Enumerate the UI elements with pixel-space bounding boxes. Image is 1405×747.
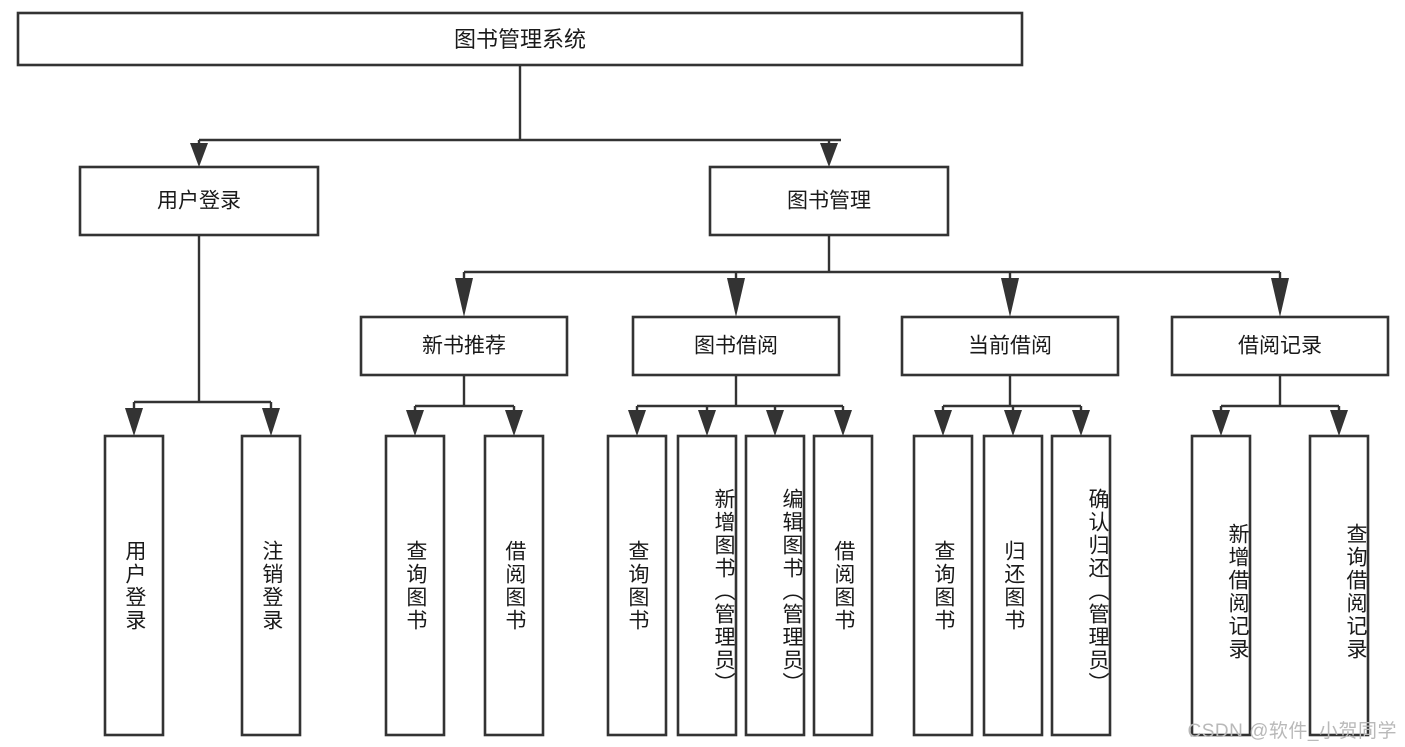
node-borrow-record-label: 借阅记录 [1238, 335, 1322, 358]
node-leaf-add-record-box[interactable] [1190, 434, 1252, 737]
node-borrow-record[interactable]: 借阅记录 [1170, 315, 1390, 377]
node-new-book-recommend-label: 新书推荐 [422, 335, 506, 358]
node-book-borrow[interactable]: 图书借阅 [631, 315, 841, 377]
arrowhead-leaf-query-record [1330, 410, 1348, 436]
arrowhead-leaf-borrow-book-rec [505, 410, 523, 436]
node-borrow-record-box[interactable] [1170, 315, 1390, 377]
arrowhead-book-manage [820, 143, 838, 167]
node-leaf-borrow-book-box[interactable] [812, 434, 874, 737]
node-leaf-add-book-box[interactable] [676, 434, 738, 737]
arrowhead-leaf-logout [262, 408, 280, 436]
node-book-borrow-box[interactable] [631, 315, 841, 377]
node-book-manage[interactable]: 图书管理 [708, 165, 950, 237]
arrowhead-leaf-confirm-return [1072, 410, 1090, 436]
connector-group-book-manage [455, 235, 1289, 317]
node-new-book-recommend[interactable]: 新书推荐 [359, 315, 569, 377]
arrowhead-leaf-query-book-cur [934, 410, 952, 436]
node-leaf-return-book-box[interactable] [982, 434, 1044, 737]
node-leaf-edit-book-box[interactable] [744, 434, 806, 737]
arrowhead-leaf-borrow-book [834, 410, 852, 436]
arrowhead-leaf-add-record [1212, 410, 1230, 436]
arrowhead-leaf-return-book [1004, 410, 1022, 436]
arrowhead-leaf-add-book [698, 410, 716, 436]
node-book-manage-label: 图书管理 [787, 190, 871, 213]
arrowhead-user-login [190, 143, 208, 167]
node-root[interactable]: 图书管理系统 [16, 11, 1024, 67]
node-current-borrow-label: 当前借阅 [968, 335, 1052, 358]
connector-group-book-borrow [628, 375, 852, 436]
watermark: CSDN @软件_小贺同学 [1187, 721, 1397, 742]
arrowhead-current-borrow [1001, 278, 1019, 317]
node-leaf-query-record-box[interactable] [1308, 434, 1370, 737]
node-leaf-logout-box[interactable] [240, 434, 302, 737]
node-root-label: 图书管理系统 [454, 27, 586, 52]
connector-group-root [190, 65, 841, 167]
node-leaf-query-book-rec-box[interactable] [384, 434, 446, 737]
arrowhead-leaf-user-login [125, 408, 143, 436]
arrowhead-book-borrow [727, 278, 745, 317]
arrowhead-leaf-query-book-rec [406, 410, 424, 436]
node-current-borrow[interactable]: 当前借阅 [900, 315, 1120, 377]
connector-group-current-borrow [934, 375, 1090, 436]
node-new-book-recommend-box[interactable] [359, 315, 569, 377]
node-leaf-query-book-cur-box[interactable] [912, 434, 974, 737]
node-leaf-borrow-book-rec-box[interactable] [483, 434, 545, 737]
connector-group-new-book-recommend [406, 375, 523, 436]
node-leaf-confirm-return-box[interactable] [1050, 434, 1112, 737]
connector-group-borrow-record [1212, 375, 1348, 436]
node-leaf-query-book-bor-box[interactable] [606, 434, 668, 737]
node-current-borrow-box[interactable] [900, 315, 1120, 377]
node-book-borrow-label: 图书借阅 [694, 335, 778, 358]
node-root-box[interactable] [16, 11, 1024, 67]
node-user-login[interactable]: 用户登录 [78, 165, 320, 237]
arrowhead-borrow-record [1271, 278, 1289, 317]
arrowhead-leaf-query-book-bor [628, 410, 646, 436]
arrowhead-leaf-edit-book [766, 410, 784, 436]
connector-group-user-login [125, 235, 280, 436]
node-user-login-box[interactable] [78, 165, 320, 237]
arrowhead-new-book-recommend [455, 278, 473, 317]
node-book-manage-box[interactable] [708, 165, 950, 237]
leaf-box-group [103, 434, 1370, 737]
node-user-login-label: 用户登录 [157, 190, 241, 213]
node-leaf-user-login-box[interactable] [103, 434, 165, 737]
